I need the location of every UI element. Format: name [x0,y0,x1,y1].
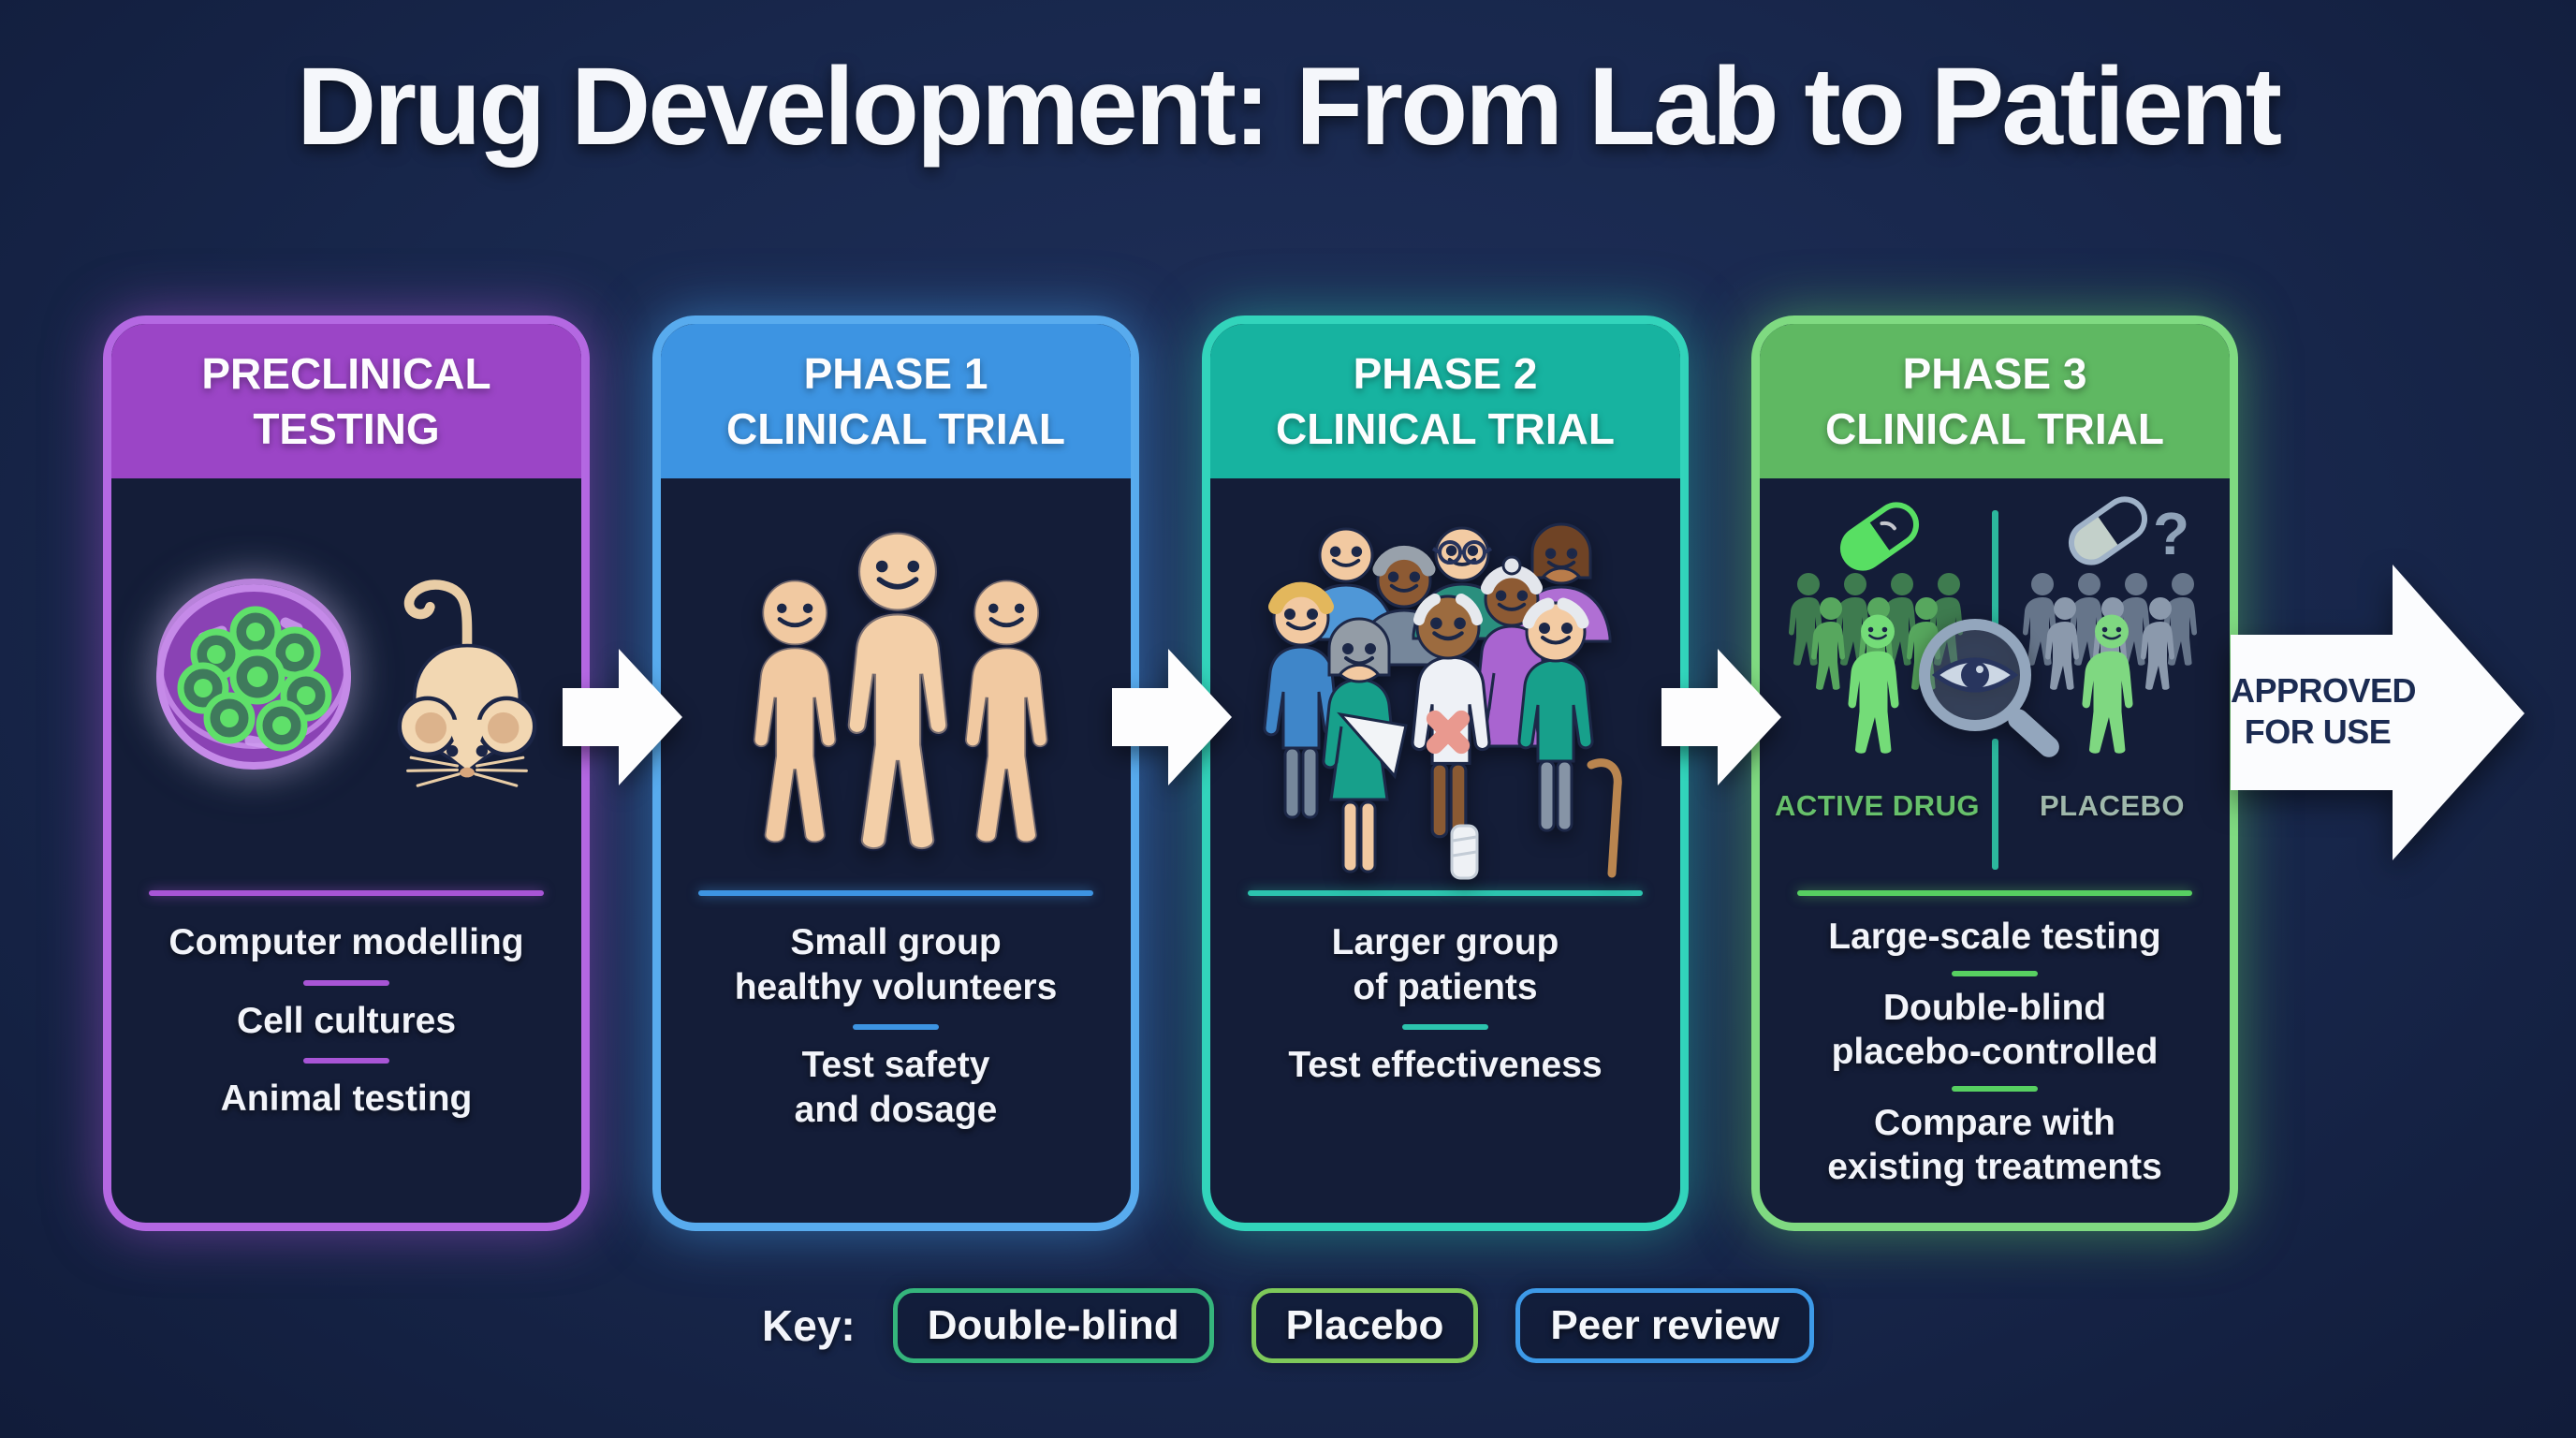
mouse-icon [397,580,537,787]
patients-group-icon [1263,522,1622,880]
item-divider [303,979,389,986]
key-badge-double-blind: Double-blind [892,1288,1214,1363]
card-header-preclinical: PRECLINICAL TESTING [111,324,581,478]
header-line: CLINICAL TRIAL [1275,404,1615,453]
item-divider [1952,970,2038,976]
header-line: PHASE 2 [1353,349,1538,399]
phase3-icons: ? [1760,478,2230,890]
key-badge-peer-review: Peer review [1515,1288,1814,1363]
arrow-step-3-icon [1661,649,1781,785]
card-header-phase-1: PHASE 1 CLINICAL TRIAL [661,324,1131,478]
card-header-phase-2: PHASE 2 CLINICAL TRIAL [1210,324,1680,478]
card-phase-1: PHASE 1 CLINICAL TRIAL Small group healt… [652,315,1139,1231]
key-legend: Key: Double-blind Placebo Peer review [0,1288,2576,1363]
card-item: Large-scale testing [1828,917,2161,957]
phase2-icons [1210,478,1680,890]
phase1-icons [661,478,1131,890]
item-divider [1952,1085,2038,1092]
approved-line: FOR USE [2244,712,2392,751]
preclinical-icons [111,478,581,890]
header-line: PHASE 3 [1902,349,2087,399]
item-divider [1402,1024,1488,1031]
card-item: Double-blind placebo-controlled [1831,987,2159,1073]
card-phase-2: PHASE 2 CLINICAL TRIAL [1202,315,1689,1231]
card-preclinical-testing: PRECLINICAL TESTING [103,315,590,1231]
page-title: Drug Development: From Lab to Patient [296,45,2282,169]
split-divider [1992,739,1998,870]
arrow-step-2-icon [1112,649,1232,785]
header-line: TESTING [253,404,440,453]
card-item: Animal testing [220,1078,473,1120]
card-item: Computer modelling [168,922,524,962]
section-divider [1797,890,2192,896]
header-line: CLINICAL TRIAL [725,404,1065,453]
section-divider [698,890,1093,896]
card-header-phase-3: PHASE 3 CLINICAL TRIAL [1760,324,2230,478]
approved-arrow-label: APPROVED FOR USE [2231,670,2417,753]
card-item: Test effectiveness [1288,1045,1603,1086]
header-line: PRECLINICAL [201,349,491,399]
active-drug-label: ACTIVE DRUG [1774,789,1981,822]
split-divider [1992,510,1998,630]
healthy-volunteers-icon [752,478,1050,890]
section-divider [149,890,544,896]
placebo-capsule-icon [2069,496,2147,565]
item-divider [853,1024,939,1031]
card-item: Compare with existing treatments [1827,1102,2162,1188]
placebo-label: PLACEBO [2039,789,2186,822]
arrow-step-1-icon [563,649,682,785]
item-divider [303,1058,389,1064]
header-line: CLINICAL TRIAL [1824,404,2164,453]
section-divider [1248,890,1643,896]
magnifier-eye-icon [1919,619,2059,757]
card-item: Cell cultures [236,1000,457,1041]
capsule-icons [1840,496,2147,571]
card-item: Larger group of patients [1331,922,1559,1007]
key-label: Key: [762,1301,856,1350]
card-phase-3: PHASE 3 CLINICAL TRIAL ? [1751,315,2238,1231]
approved-arrow-icon [2231,565,2525,860]
card-item: Test safety and dosage [794,1045,998,1130]
header-line: PHASE 1 [803,349,988,399]
key-badge-placebo: Placebo [1251,1288,1479,1363]
question-mark: ? [2153,500,2190,567]
approved-line: APPROVED [2231,671,2417,710]
active-capsule-icon [1840,502,1919,571]
petri-dish-icon [156,579,351,770]
card-item: Small group healthy volunteers [734,922,1058,1007]
